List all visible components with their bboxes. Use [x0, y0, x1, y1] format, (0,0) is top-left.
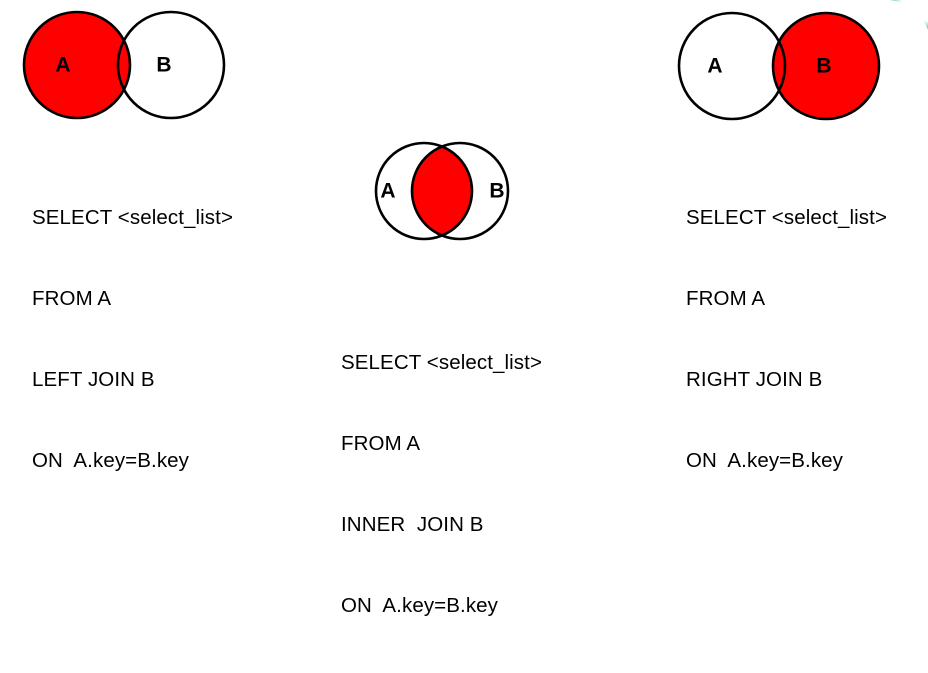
inner-join-diagram-group: A B: [341, 136, 543, 246]
right-join-venn-svg: A B: [677, 11, 881, 121]
sql-line-from: FROM A: [341, 432, 421, 455]
inner-join-sql-block: SELECT <select_list> FROM A INNER JOIN B…: [341, 295, 542, 673]
circle-a-outline: [677, 11, 787, 121]
left-join-fill-region-a: [24, 12, 130, 118]
sql-line-on: ON A.key=B.key: [341, 594, 499, 617]
sql-line-select: SELECT <select_list>: [686, 206, 888, 229]
inner-join-fill-region-intersection: [412, 143, 472, 239]
circle-a-label: A: [380, 180, 395, 203]
sql-line-join: RIGHT JOIN B: [686, 368, 823, 391]
circle-b-outline: [410, 141, 510, 241]
left-join-diagram-group: A B: [16, 4, 236, 126]
sql-line-on: ON A.key=B.key: [686, 449, 844, 472]
left-join-sql-block: SELECT <select_list> FROM A LEFT JOIN B …: [32, 150, 233, 528]
inner-join-venn-svg: A B: [374, 141, 510, 241]
sql-line-from: FROM A: [32, 287, 112, 310]
circle-b-outline: [771, 11, 881, 121]
circle-b-outline: [116, 10, 226, 120]
venn-diagram-canvas: A B SELECT <select_list> FROM A LEFT JOI…: [16, 0, 928, 617]
sql-line-select: SELECT <select_list>: [32, 206, 234, 229]
circle-b-label: B: [489, 180, 504, 203]
sql-line-join: LEFT JOIN B: [32, 368, 155, 391]
right-join-diagram-group: A B: [672, 6, 890, 126]
circle-b-label: B: [816, 55, 831, 78]
left-join-venn-svg: A B: [22, 10, 226, 120]
sql-line-select: SELECT <select_list>: [341, 351, 543, 374]
sql-line-from: FROM A: [686, 287, 766, 310]
right-join-fill-region-b: [773, 13, 879, 119]
sql-line-on: ON A.key=B.key: [32, 449, 190, 472]
sql-line-join: INNER JOIN B: [341, 513, 484, 536]
circle-a-label: A: [707, 55, 722, 78]
right-join-sql-block: SELECT <select_list> FROM A RIGHT JOIN B…: [686, 150, 887, 528]
circle-b-label: B: [156, 54, 171, 77]
circle-a-outline: [374, 141, 474, 241]
teal-arc-shape: [890, 0, 928, 30]
circle-a-label: A: [55, 54, 70, 77]
circle-a-outline: [22, 10, 132, 120]
